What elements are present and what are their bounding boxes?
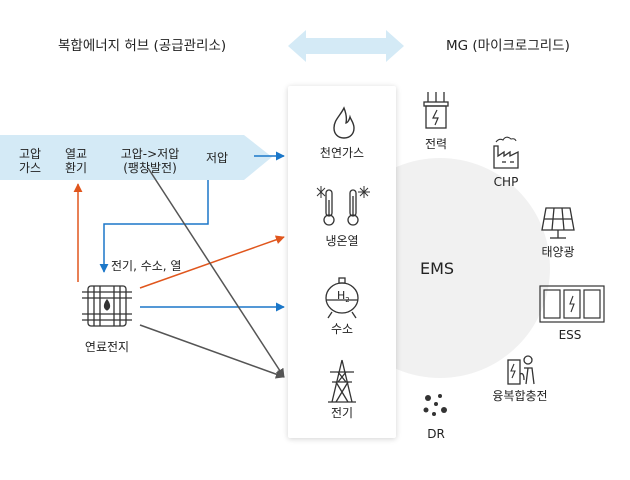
arrow-fuelcell-to-electricity: [139, 324, 285, 379]
pipeline-high-gas-line1: 고압: [18, 147, 42, 161]
header-double-arrow: [288, 30, 404, 62]
dr-dots-icon: [423, 394, 447, 416]
energy-panel: 천연가스 냉온열 H2 수소 전기: [288, 86, 396, 438]
pipeline-heat-exchanger: 열교 환기: [58, 147, 94, 175]
pipeline-expansion-line2: (팽창발전): [123, 161, 177, 175]
arrow-expansion-to-electricity: [147, 167, 285, 378]
pipeline-heat-exchanger-line1: 열교: [64, 147, 88, 161]
chp-label: CHP: [493, 175, 519, 189]
pipeline-high-gas-line2: 가스: [18, 161, 42, 175]
thermometer-icon: [323, 189, 359, 226]
arrow-lowpressure-to-fuelcell: [99, 180, 209, 273]
pipeline-expansion-line1: 고압->저압: [120, 147, 180, 161]
hydrogen-icon-text: H2: [337, 289, 350, 307]
flame-icon: [333, 106, 355, 139]
pipeline-high-gas: 고압 가스: [12, 147, 48, 175]
electricity-label: 전기: [330, 406, 354, 420]
pipeline-heat-exchanger-line2: 환기: [64, 161, 88, 175]
pipeline-band: [0, 135, 272, 180]
sun-icon: [358, 186, 370, 198]
charging-label: 융복합충전: [492, 389, 548, 403]
hydrogen-label: 수소: [330, 322, 354, 336]
hub-title: 복합에너지 허브 (공급관리소): [58, 38, 227, 54]
fuel-cell-label: 연료전지: [84, 340, 130, 354]
hydrogen-icon-subscript: 2: [345, 296, 350, 305]
solar-panel-icon: [541, 207, 575, 239]
transformer-icon: [423, 92, 449, 129]
tower-icon: [328, 359, 356, 403]
pipeline-low-pressure: 저압: [206, 151, 229, 165]
hydrogen-icon-letter: H: [337, 289, 346, 302]
mg-title: MG (마이크로그리드): [446, 38, 570, 54]
fuel-cell-output-label: 전기, 수소, 열: [111, 259, 182, 273]
fuel-cell-icon: [82, 285, 132, 327]
cold-heat-label: 냉온열: [325, 234, 359, 248]
charging-station-icon: [507, 355, 535, 385]
factory-icon: [493, 136, 519, 169]
ems-label: EMS: [420, 259, 455, 278]
power-label: 전력: [424, 137, 448, 151]
energy-panel-icons: [316, 106, 370, 403]
pipeline-expansion: 고압->저압 (팽창발전): [108, 147, 192, 175]
hydrogen-tank-icon: [325, 277, 359, 319]
solar-label: 태양광: [541, 245, 575, 259]
ess-battery-icon: [539, 285, 605, 323]
dr-label: DR: [427, 427, 445, 441]
snowflake-icon: [316, 186, 326, 198]
ess-label: ESS: [558, 328, 582, 342]
natural-gas-label: 천연가스: [319, 146, 365, 160]
arrow-fuelcell-to-heat: [139, 235, 285, 289]
